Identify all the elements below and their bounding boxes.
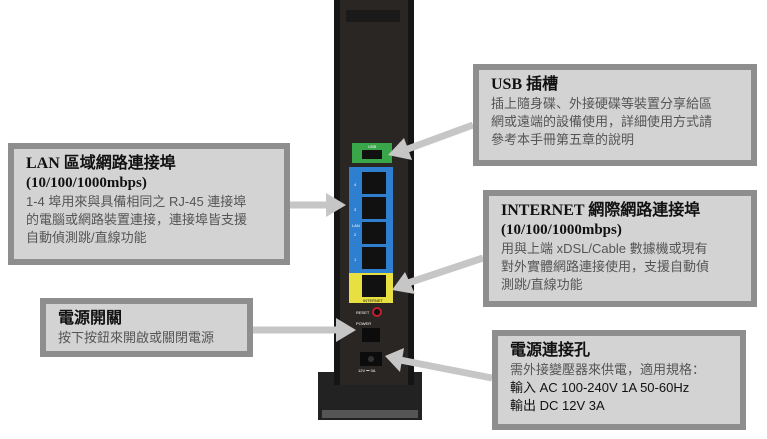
lan-port-3 xyxy=(362,197,386,219)
power-label: POWER xyxy=(356,321,371,326)
port-number: 1 xyxy=(354,257,357,262)
usb-desc-line: 網或遠端的設備使用，詳細使用方式請 xyxy=(491,114,713,129)
lan-title: LAN 區域網路連接埠 xyxy=(26,155,176,172)
arrow-internet xyxy=(392,272,415,294)
reset-label: RESET xyxy=(356,310,370,315)
internet-label: INTERNET xyxy=(363,298,384,303)
power-jack-desc-line: 需外接變壓器來供電，適用規格： xyxy=(510,362,706,377)
power-jack-desc-line: 輸出 DC 12V 3A xyxy=(510,398,605,413)
lan-port-1 xyxy=(362,247,386,269)
arrow-power-switch xyxy=(336,318,356,342)
lan-speed: (10/100/1000mbps) xyxy=(26,175,147,191)
arrow-power-jack xyxy=(385,348,404,372)
arrow-lan xyxy=(326,193,346,217)
port-number: 4 xyxy=(354,182,357,187)
internet-desc-line: 對外實體網路連接使用，支援自動偵 xyxy=(501,259,710,274)
power-switch-callout: 電源開關 按下按鈕來開啟或關閉電源 xyxy=(40,298,253,357)
lan-label: LAN xyxy=(352,223,360,228)
lan-desc-line: 1-4 埠用來與具備相同之 RJ-45 連接埠 xyxy=(26,194,247,209)
internet-callout: INTERNET 網際網路連接埠 (10/100/1000mbps) 用與上端 … xyxy=(483,190,757,307)
lan-callout: LAN 區域網路連接埠 (10/100/1000mbps) 1-4 埠用來與具備… xyxy=(8,143,290,265)
lan-desc-line: 自動偵測跳/直線功能 xyxy=(26,230,147,245)
power-jack-title: 電源連接孔 xyxy=(510,342,591,359)
internet-desc-line: 測跳/直線功能 xyxy=(501,277,583,292)
usb-label: USB xyxy=(368,144,377,149)
lan-desc-line: 的電腦或網路裝置連接，連接埠皆支援 xyxy=(26,212,248,227)
lan-port-4 xyxy=(362,172,386,194)
callout-arrows xyxy=(253,121,493,382)
usb-title: USB 插槽 xyxy=(491,76,559,93)
usb-desc-line: 參考本手冊第五章的說明 xyxy=(491,132,635,147)
usb-desc-line: 插上隨身碟、外接硬碟等裝置分享給區 xyxy=(491,96,713,111)
internet-desc-line: 用與上端 xDSL/Cable 數據機或現有 xyxy=(501,241,708,256)
power-jack-desc-line: 輸入 AC 100-240V 1A 50-60Hz xyxy=(510,380,690,395)
reset-button xyxy=(372,307,382,317)
arrow-usb xyxy=(388,138,412,160)
power-switch xyxy=(362,328,380,342)
jack-label: 12V ⎓ 3A xyxy=(358,368,376,373)
port-number: 3 xyxy=(354,207,357,212)
power-jack-callout: 電源連接孔 需外接變壓器來供電，適用規格： 輸入 AC 100-240V 1A … xyxy=(492,330,746,430)
internet-speed: (10/100/1000mbps) xyxy=(501,222,622,238)
power-switch-desc: 按下按鈕來開啟或關閉電源 xyxy=(58,330,215,345)
usb-callout: USB 插槽 插上隨身碟、外接硬碟等裝置分享給區 網或遠端的設備使用，詳細使用方… xyxy=(473,64,757,166)
power-switch-title: 電源開關 xyxy=(58,310,123,327)
lan-port-2 xyxy=(362,222,386,244)
internet-port xyxy=(362,275,386,297)
internet-title: INTERNET 網際網路連接埠 xyxy=(501,202,701,219)
port-number: 2 xyxy=(354,232,357,237)
